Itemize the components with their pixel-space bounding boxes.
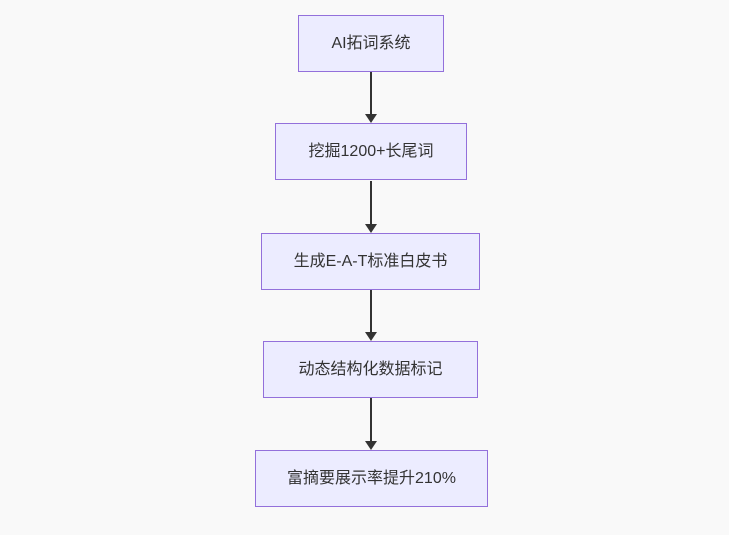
- flow-node-label: 动态结构化数据标记: [298, 360, 443, 378]
- flow-node-label: 富摘要展示率提升210%: [287, 469, 456, 487]
- flow-edge-4: [365, 398, 377, 450]
- arrow-line: [370, 398, 372, 441]
- flow-edge-3: [365, 290, 377, 341]
- flow-node-longtail-mining: 挖掘1200+长尾词: [275, 123, 467, 180]
- arrow-head-icon: [365, 224, 377, 233]
- flow-edge-1: [365, 72, 377, 123]
- flow-node-label: 挖掘1200+长尾词: [308, 142, 434, 160]
- arrow-line: [370, 290, 372, 332]
- arrow-line: [370, 72, 372, 114]
- flow-node-structured-data-markup: 动态结构化数据标记: [263, 341, 478, 398]
- flow-node-label: AI拓词系统: [331, 34, 411, 52]
- flow-edge-2: [365, 181, 377, 233]
- arrow-head-icon: [365, 114, 377, 123]
- flow-node-label: 生成E-A-T标准白皮书: [293, 252, 448, 270]
- arrow-head-icon: [365, 441, 377, 450]
- flow-node-ai-word-expansion: AI拓词系统: [298, 15, 444, 72]
- flow-node-eat-whitepaper: 生成E-A-T标准白皮书: [261, 233, 480, 290]
- arrow-head-icon: [365, 332, 377, 341]
- flow-node-rich-snippet-uplift: 富摘要展示率提升210%: [255, 450, 488, 507]
- arrow-line: [370, 181, 372, 224]
